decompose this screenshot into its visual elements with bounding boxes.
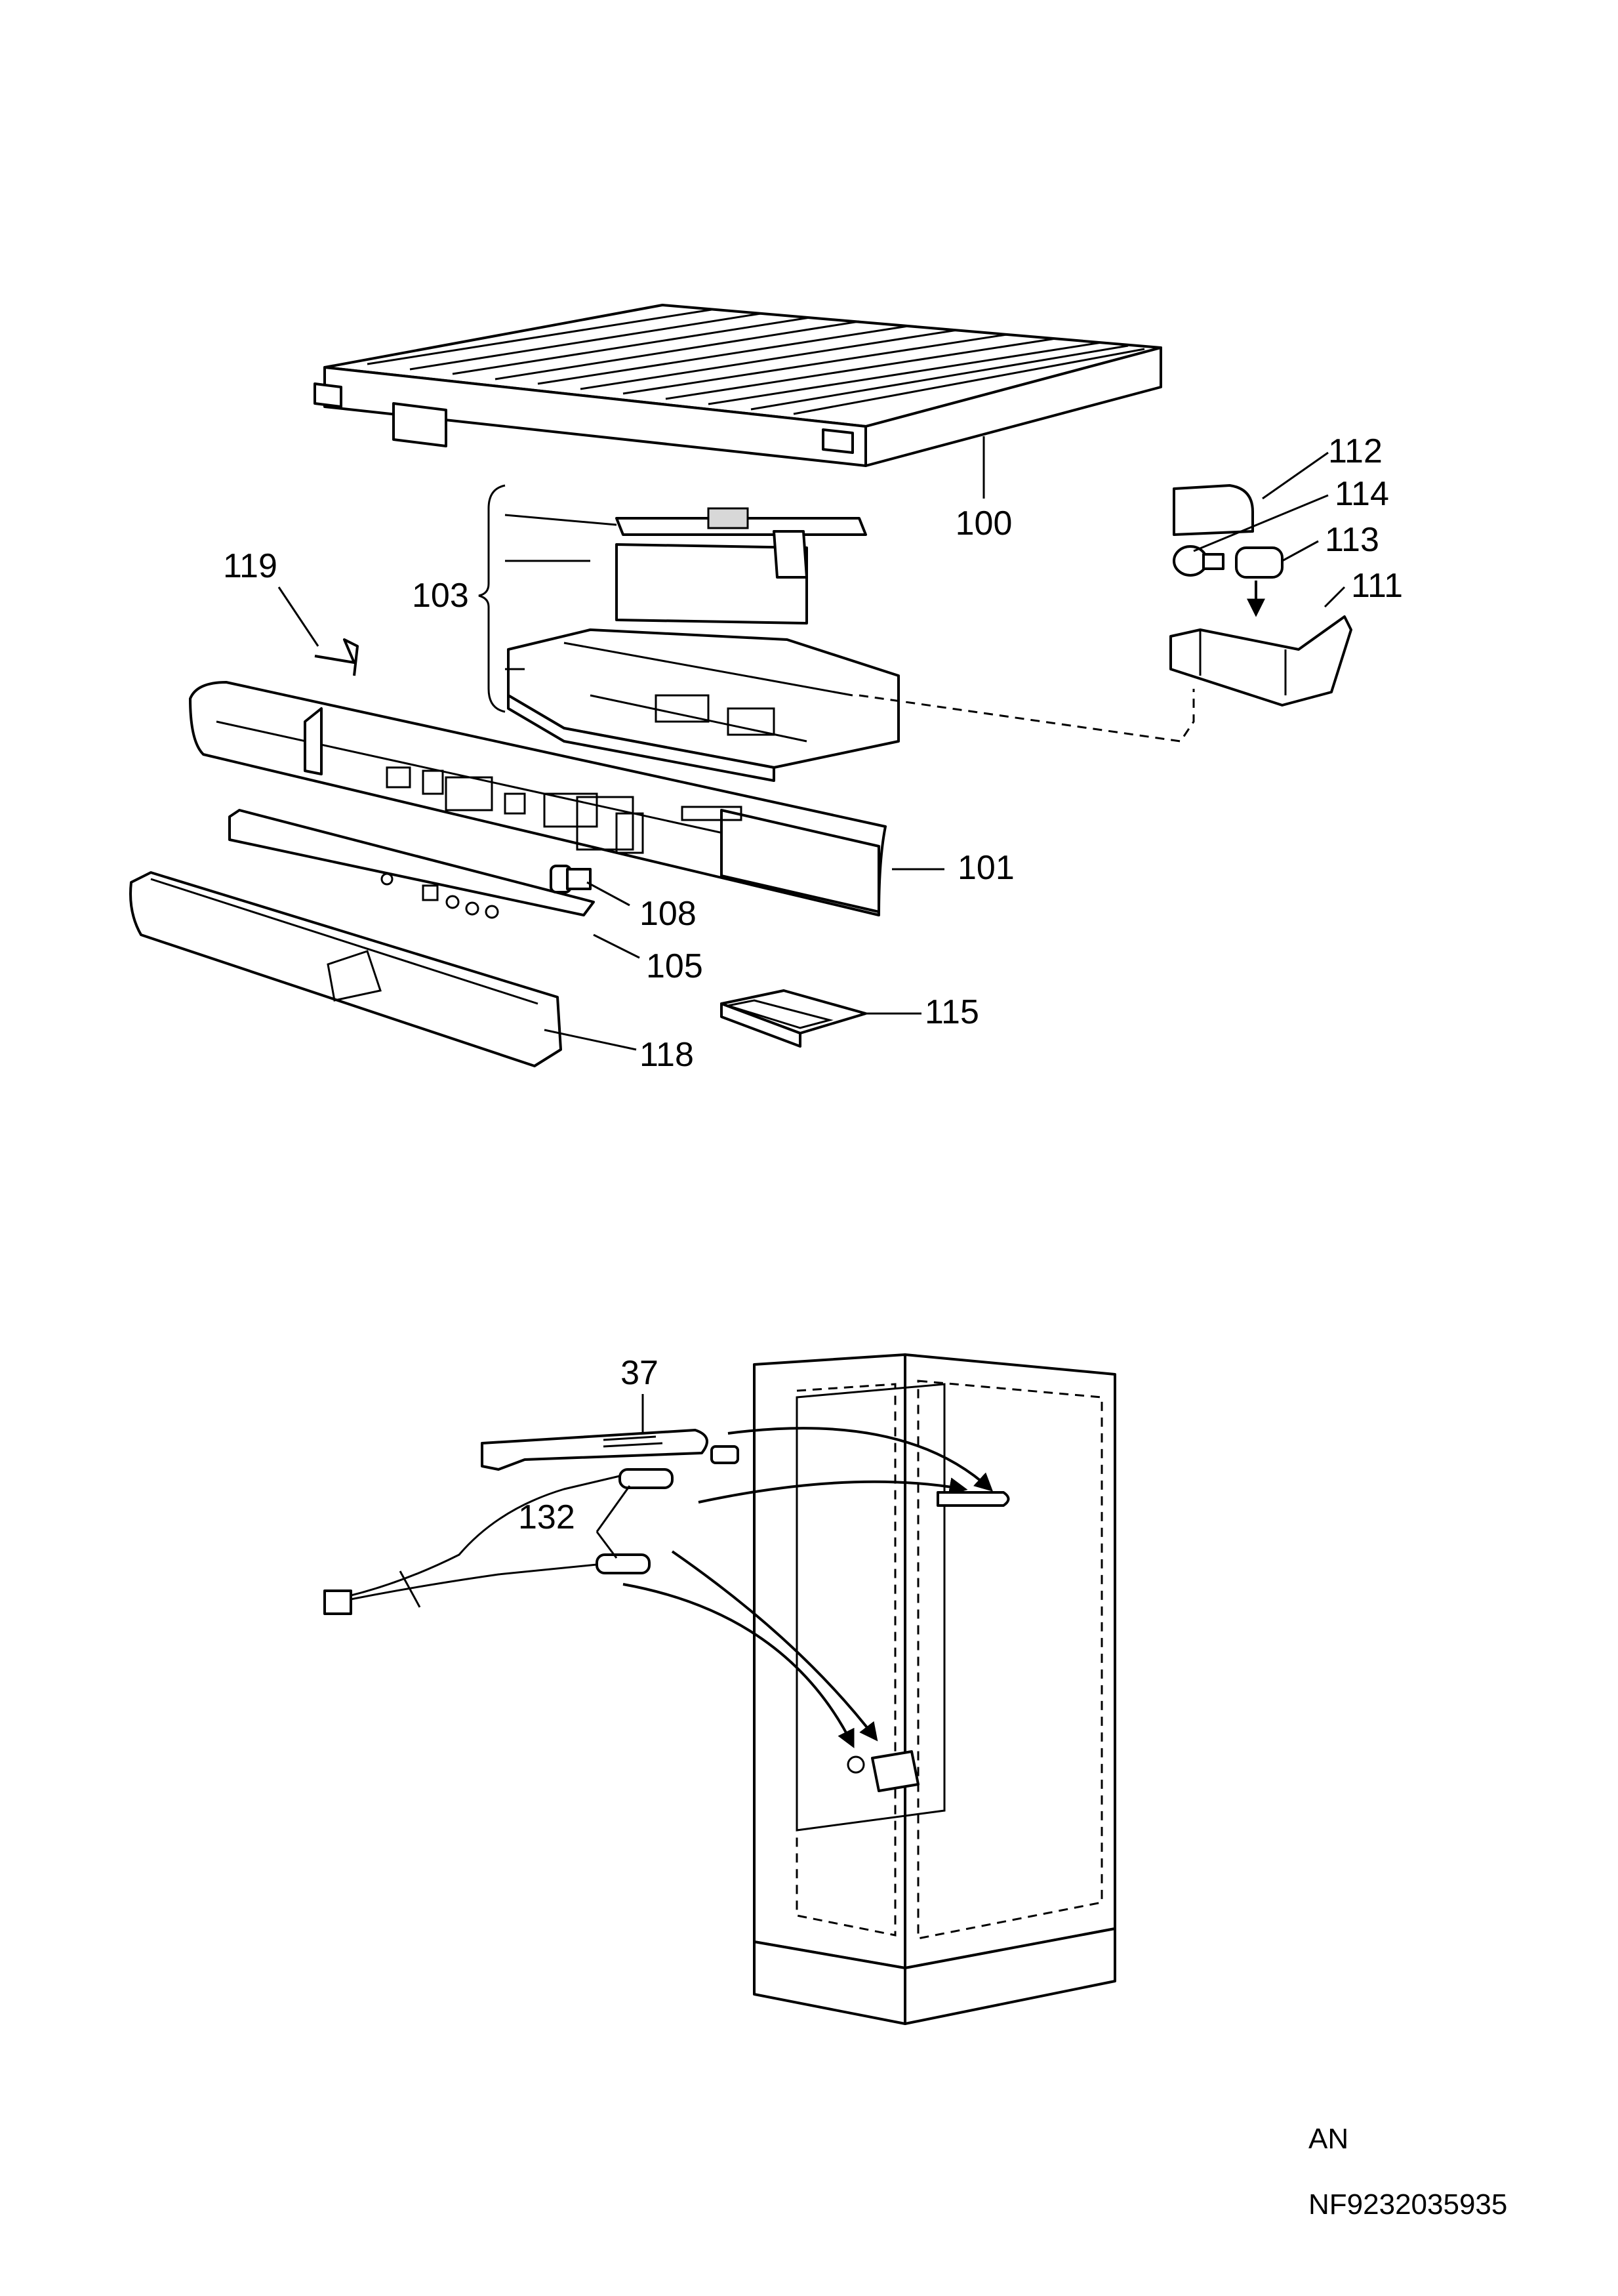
callout-111: 111 <box>1351 567 1403 605</box>
lamp-cover <box>1173 484 1254 536</box>
overlay-strip <box>228 809 595 919</box>
mounted-probe <box>937 1491 1010 1507</box>
callout-118: 118 <box>639 1036 694 1074</box>
sensor-cable <box>323 1468 674 1615</box>
cabinet <box>753 1353 1116 2025</box>
push-button <box>550 865 592 893</box>
callout-132: 132 <box>518 1498 575 1536</box>
front-fascia <box>129 871 562 1067</box>
filter-cartridge <box>720 989 867 1048</box>
callout-113: 113 <box>1325 521 1379 559</box>
callout-37: 37 <box>620 1354 658 1392</box>
lamp-holder <box>1169 615 1352 707</box>
lamp-bulb <box>1173 545 1224 577</box>
callout-115: 115 <box>925 993 979 1031</box>
callout-100: 100 <box>956 504 1013 543</box>
sensor-bracket <box>481 1429 739 1471</box>
document-number: NF9232035935 <box>1308 2188 1507 2221</box>
lamp-socket <box>1235 546 1284 579</box>
callout-103: 103 <box>412 577 469 615</box>
top-cover-grille <box>313 304 1162 467</box>
callout-119: 119 <box>223 547 277 585</box>
spring-clip <box>314 638 359 676</box>
callout-105: 105 <box>646 947 703 985</box>
callout-101: 101 <box>958 849 1015 887</box>
mounted-probe-clip <box>847 1750 920 1792</box>
callout-114: 114 <box>1335 475 1389 513</box>
language-code: AN <box>1308 2123 1348 2155</box>
callout-112: 112 <box>1328 432 1383 470</box>
control-unit-assembly <box>507 507 900 782</box>
control-panel-housing <box>189 681 887 916</box>
callout-108: 108 <box>639 895 697 933</box>
